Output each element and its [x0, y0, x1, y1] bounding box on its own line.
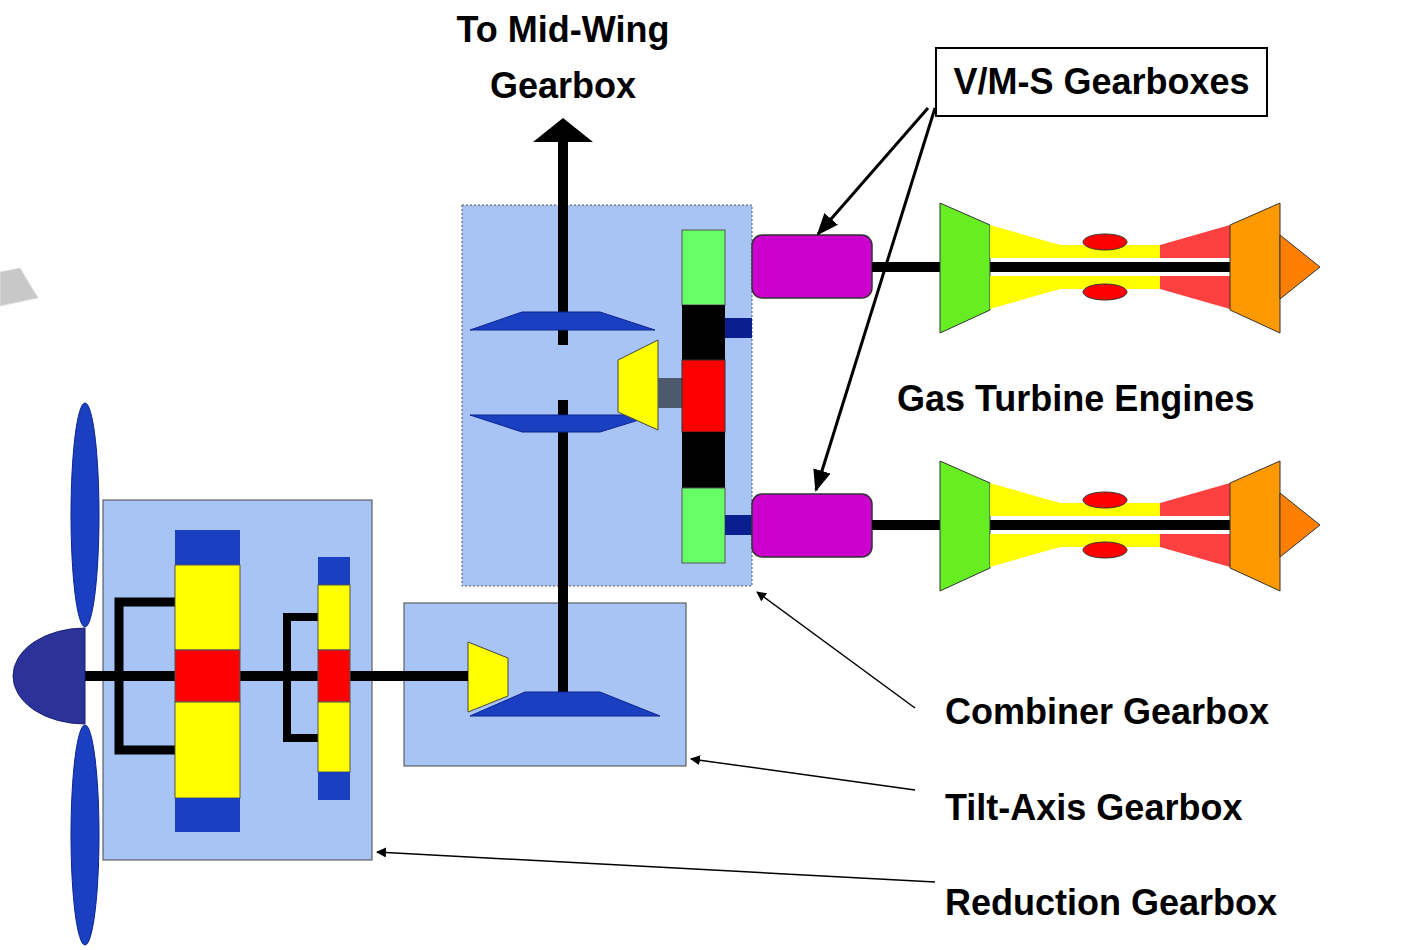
gas-turbine-engine-part	[1230, 203, 1280, 333]
gas-turbine-engine-part	[872, 520, 1232, 530]
gas-turbine-engine-part	[1160, 276, 1230, 309]
mid-wing-shaft-part	[533, 118, 593, 142]
gas-turbine-engine-part	[1280, 493, 1320, 557]
combiner-spur-gear-train-part	[725, 515, 752, 535]
reduction-gearbox-part	[287, 617, 318, 738]
reduction-gearbox-part	[175, 798, 240, 832]
combiner-spur-gear-train-part	[682, 488, 725, 563]
combiner-spur-gear-train-part	[682, 230, 725, 305]
reduction-gearbox-part	[175, 650, 240, 702]
leader-line-part	[818, 108, 928, 234]
combiner-bevel-gears-part	[470, 415, 655, 432]
gas-turbine-engine-part	[1160, 534, 1230, 567]
tilt-axis-gearbox-part	[558, 600, 568, 692]
propeller-part	[71, 725, 99, 945]
combiner-spur-gear-train	[682, 230, 752, 563]
tilt-axis-gearbox-part	[468, 642, 508, 712]
reduction-gearbox-part	[175, 565, 240, 650]
reduction-gearbox-part	[350, 671, 468, 681]
vms-gearbox-part	[752, 235, 872, 298]
gas-turbine-engine-part	[1083, 234, 1127, 250]
gas-turbine-engine-part	[1083, 284, 1127, 300]
gas-turbine-engine-part	[940, 461, 990, 591]
propeller-part	[13, 628, 85, 724]
reduction-gearbox-part	[318, 585, 350, 650]
part-label: Combiner Gearbox	[945, 691, 1269, 733]
reduction-gearbox-part	[80, 671, 175, 681]
combiner-bevel-gears-part	[658, 378, 682, 408]
combiner-bevel-gears	[470, 312, 682, 432]
gas-turbine-engine-part	[990, 225, 1160, 258]
tilt-axis-gearbox-part	[404, 603, 686, 766]
gas-turbine-engine-part	[1083, 542, 1127, 558]
reduction-gearbox	[80, 500, 468, 860]
reduction-gearbox-part	[318, 772, 350, 800]
gas-turbine-engine-part	[990, 534, 1160, 567]
propeller	[13, 403, 99, 945]
propeller-part	[71, 403, 99, 627]
gas-turbine-engine-part	[1160, 225, 1230, 258]
gas-turbine-engine-part	[940, 203, 990, 333]
gas-turbine-engine	[872, 461, 1320, 591]
leader-line-part	[757, 592, 915, 708]
callout-box: V/M-S Gearboxes	[935, 47, 1268, 117]
reduction-gearbox-part	[175, 530, 240, 565]
tilt-axis-gearbox	[404, 600, 686, 766]
combiner-gearbox-housing	[462, 205, 752, 586]
reduction-gearbox-part	[318, 557, 350, 585]
combiner-gearbox-housing-part	[462, 205, 752, 586]
leader-line	[377, 108, 935, 882]
part-label: Gas Turbine Engines	[897, 378, 1254, 420]
reduction-gearbox-part	[318, 702, 350, 772]
gas-turbine-engine-part	[1280, 235, 1320, 299]
part-label: Reduction Gearbox	[945, 882, 1277, 924]
combiner-bevel-gears-part	[470, 312, 655, 330]
gas-turbine-engine-part	[1083, 492, 1127, 508]
gas-turbine-engine-part	[990, 483, 1160, 516]
combiner-bevel-gears-part	[618, 340, 658, 430]
callout-text: V/M-S Gearboxes	[953, 61, 1249, 103]
reduction-gearbox-part	[318, 650, 350, 702]
combiner-spur-gear-train-part	[725, 318, 752, 338]
corner-fragment-part	[0, 268, 38, 306]
combiner-spur-gear-train-part	[682, 432, 725, 488]
combiner-spur-gear-train-part	[682, 305, 725, 360]
reduction-gearbox-part	[240, 671, 318, 681]
vms-gearbox-part	[752, 494, 872, 557]
vms-gearbox	[752, 235, 872, 557]
gas-turbine-engine-part	[872, 262, 1232, 272]
gas-turbine-engine-part	[1160, 483, 1230, 516]
reduction-gearbox-part	[175, 702, 240, 798]
gas-turbine-engine-part	[990, 276, 1160, 309]
leader-line-part	[377, 852, 935, 882]
combiner-spur-gear-train-part	[682, 360, 725, 432]
combiner-bevel-gears-part	[470, 332, 618, 413]
corner-fragment	[0, 268, 38, 306]
reduction-gearbox-part	[119, 602, 175, 750]
part-label: Tilt-Axis Gearbox	[945, 787, 1242, 829]
output-label: To Mid-Wing Gearbox	[428, 2, 698, 114]
gas-turbine-engine-part	[1230, 461, 1280, 591]
gas-turbine-engine	[872, 203, 1320, 333]
leader-line-part	[816, 108, 935, 490]
leader-line-part	[691, 759, 915, 790]
